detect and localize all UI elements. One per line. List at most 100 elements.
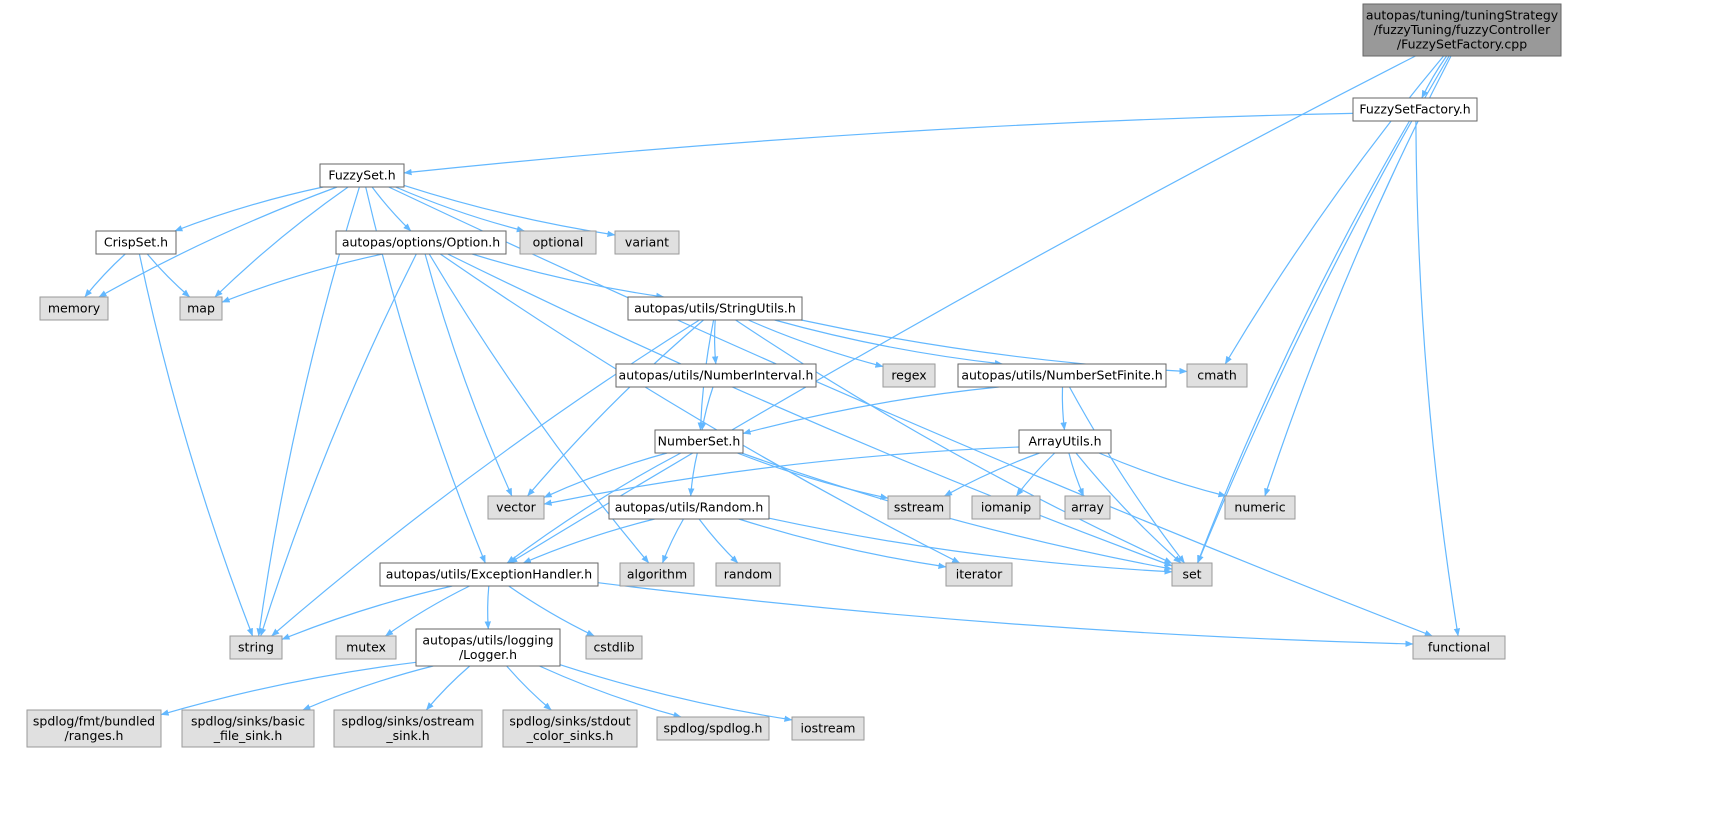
edge-root-to-exc <box>509 55 1416 564</box>
node-label-fmtranges: spdlog/fmt/bundled <box>33 713 155 728</box>
node-label-regex: regex <box>891 368 926 383</box>
node-set: set <box>1171 562 1213 587</box>
node-label-variant: variant <box>625 235 669 250</box>
edge-option-to-iterator <box>439 253 961 564</box>
edge-layer <box>84 55 1461 722</box>
edge-option-to-algorithm <box>428 253 650 564</box>
node-label-iostream: iostream <box>801 721 856 736</box>
edge-root-to-numeric <box>1264 55 1452 497</box>
edge-logger-to-fmtranges <box>160 661 417 716</box>
node-logger[interactable]: autopas/utils/logging/Logger.h <box>415 628 561 667</box>
node-box-mutex <box>335 635 397 660</box>
node-box-root <box>1362 3 1562 57</box>
node-box-set <box>1171 562 1213 587</box>
edge-exc-to-mutex <box>385 585 470 637</box>
edge-strutils-to-string <box>271 319 700 637</box>
node-box-numeric <box>1224 495 1296 520</box>
node-label-basicsink: _file_sink.h <box>213 728 283 743</box>
node-box-cstdlib <box>585 635 643 660</box>
node-random_h[interactable]: autopas/utils/Random.h <box>608 495 770 520</box>
node-label-random: random <box>724 567 772 582</box>
edge-fs-to-optional <box>395 186 525 233</box>
node-label-random_h: autopas/utils/Random.h <box>615 500 764 515</box>
edge-exc-to-cstdlib <box>508 585 595 637</box>
node-string: string <box>229 635 283 660</box>
edge-arrutils-to-iomanip <box>1015 452 1056 497</box>
edge-numint-to-numset <box>700 386 714 431</box>
node-strutils[interactable]: autopas/utils/StringUtils.h <box>627 296 803 321</box>
edge-logger-to-spdlog <box>539 665 682 719</box>
node-iomanip: iomanip <box>971 495 1041 520</box>
edge-numset-to-set <box>741 452 1173 571</box>
edge-arrutils-to-sstream <box>944 452 1040 497</box>
node-box-cmath <box>1186 363 1248 388</box>
edge-exc-to-logger <box>484 585 491 630</box>
node-label-root: /FuzzySetFactory.cpp <box>1397 37 1527 52</box>
edge-random_h-to-algorithm <box>661 518 685 564</box>
node-numset[interactable]: NumberSet.h <box>654 429 744 454</box>
node-stdoutsink: spdlog/sinks/stdout_color_sinks.h <box>502 709 638 748</box>
edge-numfin-to-numset <box>742 386 999 435</box>
node-box-option <box>335 230 507 255</box>
node-label-ostreamsink: _sink.h <box>385 728 429 743</box>
node-fsf[interactable]: FuzzySetFactory.h <box>1352 97 1478 122</box>
node-cstdlib: cstdlib <box>585 635 643 660</box>
node-box-iomanip <box>971 495 1041 520</box>
node-label-crisp: CrispSet.h <box>104 235 168 250</box>
node-algorithm: algorithm <box>619 562 695 587</box>
node-label-sstream: sstream <box>894 500 944 515</box>
node-box-map <box>179 296 223 321</box>
edge-logger-to-basicsink <box>302 665 434 711</box>
edge-fs-to-functional <box>388 186 1433 637</box>
node-box-spdlog <box>656 716 770 741</box>
edge-random_h-to-iterator <box>738 518 947 569</box>
node-box-functional <box>1412 635 1506 660</box>
node-random: random <box>715 562 781 587</box>
edge-fs-to-map <box>214 186 349 298</box>
node-iostream: iostream <box>791 716 865 741</box>
node-box-basicsink <box>181 709 315 748</box>
edge-strutils-to-vector <box>527 319 704 497</box>
node-crisp[interactable]: CrispSet.h <box>95 230 177 255</box>
node-label-root: autopas/tuning/tuningStrategy <box>1366 8 1559 23</box>
node-label-strutils: autopas/utils/StringUtils.h <box>634 301 796 316</box>
node-fs[interactable]: FuzzySet.h <box>319 163 405 188</box>
node-numint[interactable]: autopas/utils/NumberInterval.h <box>615 363 817 388</box>
edge-fs-to-crisp <box>174 186 324 232</box>
edge-exc-to-functional <box>597 582 1414 647</box>
node-box-variant <box>614 230 680 255</box>
edge-fs-to-memory <box>98 186 338 298</box>
node-label-iterator: iterator <box>956 567 1003 582</box>
edge-strutils-to-numfin <box>774 319 1003 367</box>
node-box-string <box>229 635 283 660</box>
node-label-fs: FuzzySet.h <box>328 168 395 183</box>
node-ostreamsink: spdlog/sinks/ostream_sink.h <box>333 709 483 748</box>
node-label-arrutils: ArrayUtils.h <box>1028 434 1101 449</box>
edge-logger-to-ostreamsink <box>425 665 471 711</box>
node-layer: autopas/tuning/tuningStrategy/fuzzyTunin… <box>26 3 1562 748</box>
node-label-fmtranges: /ranges.h <box>65 728 124 743</box>
edge-numset-to-random_h <box>688 452 698 497</box>
node-box-crisp <box>95 230 177 255</box>
node-label-cmath: cmath <box>1197 368 1237 383</box>
node-box-logger <box>415 628 561 667</box>
node-root[interactable]: autopas/tuning/tuningStrategy/fuzzyTunin… <box>1362 3 1562 57</box>
node-option[interactable]: autopas/options/Option.h <box>335 230 507 255</box>
node-cmath: cmath <box>1186 363 1248 388</box>
node-label-mutex: mutex <box>346 640 386 655</box>
edge-numfin-to-set <box>1068 386 1185 564</box>
node-optional: optional <box>519 230 597 255</box>
edge-random_h-to-random <box>698 518 739 564</box>
node-arrutils[interactable]: ArrayUtils.h <box>1018 429 1112 454</box>
node-box-exc <box>379 562 599 587</box>
node-label-option: autopas/options/Option.h <box>342 235 500 250</box>
node-label-map: map <box>187 301 215 316</box>
node-box-fs <box>319 163 405 188</box>
node-exc[interactable]: autopas/utils/ExceptionHandler.h <box>379 562 599 587</box>
node-label-numfin: autopas/utils/NumberSetFinite.h <box>961 368 1162 383</box>
node-numfin[interactable]: autopas/utils/NumberSetFinite.h <box>957 363 1167 388</box>
node-vector: vector <box>487 495 545 520</box>
edge-numfin-to-arrutils <box>1060 386 1067 431</box>
edge-root-to-set <box>1197 55 1450 564</box>
